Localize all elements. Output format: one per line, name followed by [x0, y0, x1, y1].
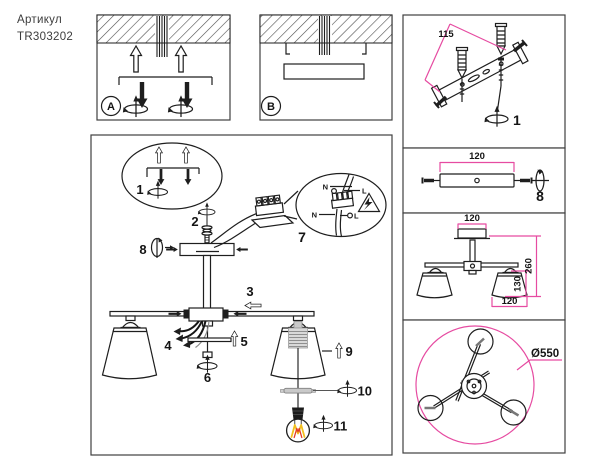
step-6-label: 6: [204, 370, 211, 385]
diameter-label: Ø550: [531, 348, 559, 360]
dim-height-label: 260: [524, 258, 535, 274]
step-8-label: 8: [536, 188, 544, 204]
canopy-wires: [210, 212, 259, 244]
panel-b-badge: [260, 95, 282, 117]
dim-canopy-lines: [457, 223, 487, 229]
dim-height-lines: [489, 235, 541, 298]
mounting-screw: [496, 57, 504, 111]
mounting-plate: [283, 63, 365, 80]
step-2-label: 2: [191, 214, 198, 229]
ceiling-wires: [318, 16, 331, 55]
panel-a-letter: A: [107, 101, 115, 113]
right-shade: [270, 315, 326, 408]
light-bulb: [285, 407, 311, 443]
stem: [469, 239, 476, 264]
panel-a-badge: [100, 95, 122, 117]
panel-crossbar: 120 8: [402, 147, 566, 214]
ceiling-wires: [156, 16, 168, 57]
step8-rotation-icon: [150, 237, 174, 258]
dim-115-lines: [424, 23, 507, 93]
rod: [202, 254, 212, 310]
step-1-label: 1: [513, 112, 521, 128]
panel-anchor-bracket: 115 1: [402, 14, 566, 149]
step-4-label: 4: [164, 338, 172, 353]
step1-callout: 1: [121, 142, 223, 210]
wire-n-top: N: [323, 183, 328, 192]
hub: [188, 307, 224, 322]
main-assembly-panel: 1 2 8: [90, 134, 393, 456]
dim-shade-width-label: 120: [502, 296, 518, 307]
step10-ring: [280, 387, 316, 394]
wire-l-bottom: L: [354, 212, 359, 221]
dim-115-label: 115: [438, 29, 454, 40]
panel-b-letter: B: [267, 101, 275, 113]
dim-canopy-label: 120: [464, 213, 480, 224]
canopy: [457, 228, 487, 239]
diameter-circle: [415, 325, 535, 445]
filament-inner: [293, 427, 303, 439]
step-7-label: 7: [298, 229, 306, 245]
step-5-label: 5: [241, 334, 248, 349]
filament-outer: [290, 424, 306, 438]
dim-120-label: 120: [469, 151, 485, 162]
step-9-label: 9: [346, 344, 353, 359]
panel-front-view: 120 260 130 120: [402, 212, 566, 321]
side-screw-left: [434, 95, 448, 108]
terminal-block: [254, 194, 285, 217]
article-label: Артикул: [17, 14, 62, 26]
ceiling-hooks: [285, 43, 367, 55]
canopy: [179, 242, 235, 257]
wire-l-top: L: [362, 187, 367, 196]
step7-wiring-callout: N L N L: [295, 172, 387, 238]
panel-b: B: [259, 14, 393, 121]
dim-shade-width-lines: [491, 297, 528, 308]
step5-plate: [187, 337, 232, 343]
diameter-leader: [516, 359, 562, 371]
panel-a: A: [96, 14, 231, 121]
axis-rotation-icon: [531, 169, 549, 192]
dim-shade-height-label: 130: [513, 276, 524, 292]
hub-top-view: [460, 372, 488, 400]
article-header: Артикул TR303202: [17, 12, 73, 45]
hub: [463, 260, 482, 272]
left-shade: [101, 315, 158, 380]
step-3-label: 3: [246, 284, 253, 299]
article-code: TR303202: [17, 30, 74, 43]
lamp-socket: [288, 321, 308, 349]
step-11-label: 11: [334, 419, 348, 434]
side-screw-right: [512, 41, 526, 53]
left-shade-front: [416, 267, 453, 299]
wall-anchor-left: [455, 46, 469, 102]
step4-wires: [173, 320, 210, 348]
crossbar: [439, 173, 515, 188]
dim-120-lines: [439, 161, 515, 172]
step-1-label: 1: [136, 182, 143, 197]
right-shade-front: [491, 267, 528, 299]
step-8-label: 8: [139, 242, 146, 257]
terminal-plate: [250, 214, 295, 229]
panel-top-view: Ø550: [402, 319, 566, 454]
wire-n-bottom: N: [312, 211, 317, 220]
lamp-arms-top-view: [417, 328, 527, 426]
step-10-label: 10: [358, 384, 372, 399]
mounting-bar-line: [118, 76, 213, 85]
